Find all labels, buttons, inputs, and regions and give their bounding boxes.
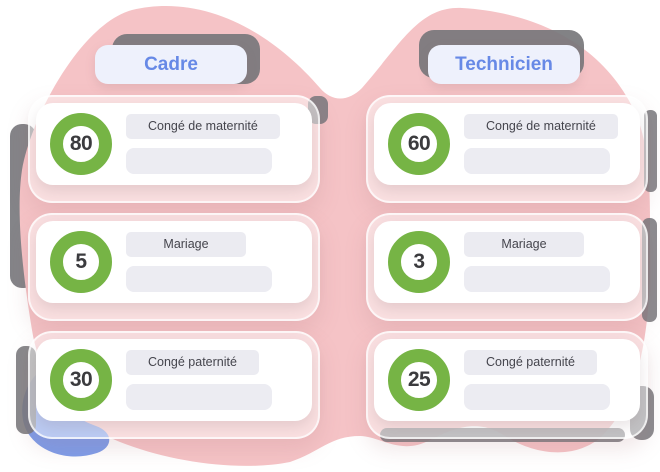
leave-card[interactable]: 5 Mariage: [36, 221, 312, 303]
value-ring: 3: [388, 231, 450, 293]
leave-type-label: Congé paternité: [464, 350, 597, 375]
leave-card[interactable]: 25 Congé paternité: [374, 339, 640, 421]
leave-type-label: Congé de maternité: [464, 114, 618, 139]
placeholder-bar: [126, 384, 272, 410]
placeholder-bar: [464, 148, 610, 174]
category-tab-cadre[interactable]: Cadre: [95, 45, 247, 84]
value-ring: 30: [50, 349, 112, 411]
card-group: 5 Mariage: [28, 213, 320, 321]
leave-days-value: 25: [407, 368, 431, 391]
placeholder-bar: [126, 148, 272, 174]
card-group: 60 Congé de maternité: [366, 95, 648, 203]
leave-type-label: Congé de maternité: [126, 114, 280, 139]
value-ring: 5: [50, 231, 112, 293]
card-group: 3 Mariage: [366, 213, 648, 321]
leave-days-value: 5: [75, 250, 87, 273]
leave-type-label: Mariage: [126, 232, 246, 257]
placeholder-bar: [126, 266, 272, 292]
leave-days-value: 80: [69, 132, 93, 155]
value-ring: 80: [50, 113, 112, 175]
leave-type-label: Congé paternité: [126, 350, 259, 375]
leave-card[interactable]: 3 Mariage: [374, 221, 640, 303]
value-ring: 25: [388, 349, 450, 411]
category-tab-technicien[interactable]: Technicien: [428, 45, 580, 84]
placeholder-bar: [464, 384, 610, 410]
shadow-blob-card2-right: [642, 218, 657, 322]
shadow-blob-card3-left: [16, 346, 36, 434]
leave-days-value: 30: [69, 368, 93, 391]
card-group: 30 Congé paternité: [28, 331, 320, 439]
leave-days-value: 60: [407, 132, 431, 155]
leave-card[interactable]: 80 Congé de maternité: [36, 103, 312, 185]
category-tab-label: Cadre: [144, 53, 198, 75]
leave-type-label: Mariage: [464, 232, 584, 257]
leave-days-value: 3: [413, 250, 425, 273]
card-group: 80 Congé de maternité: [28, 95, 320, 203]
placeholder-bar: [464, 266, 610, 292]
leave-card[interactable]: 30 Congé paternité: [36, 339, 312, 421]
value-ring: 60: [388, 113, 450, 175]
category-tab-label: Technicien: [455, 53, 553, 75]
leave-card[interactable]: 60 Congé de maternité: [374, 103, 640, 185]
card-group: 25 Congé paternité: [366, 331, 648, 439]
